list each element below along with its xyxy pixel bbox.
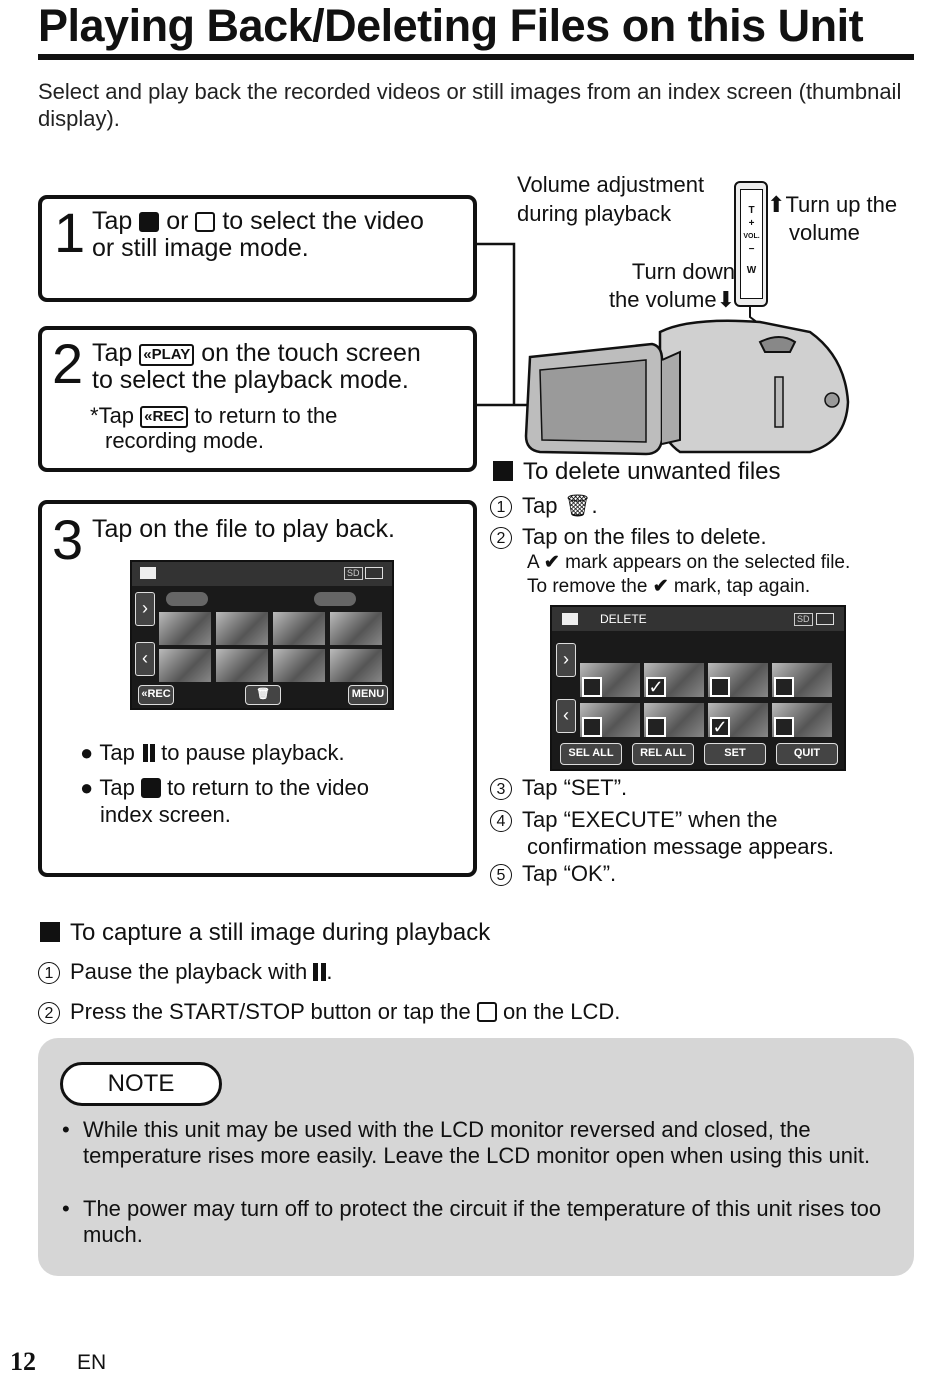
delete-heading: To delete unwanted files [493,458,781,486]
checkmark-icon: ✔ [543,552,560,573]
step-1-text: Tap or to select the video or still imag… [92,207,424,262]
select-checkbox[interactable] [774,717,794,737]
thumbnail[interactable] [159,612,211,645]
quit-button[interactable]: QUIT [776,743,838,765]
note-item: •While this unit may be used with the LC… [62,1117,871,1168]
battery-icon [365,567,383,579]
step-3-number: 3 [52,508,84,571]
thumbnail[interactable] [216,649,268,682]
checkmark-icon: ✔ [652,576,669,597]
prev-page-button[interactable]: ‹ [556,699,576,733]
page-title: Playing Back/Deleting Files on this Unit [38,0,864,51]
select-all-button[interactable]: SEL ALL [560,743,622,765]
pause-icon [313,963,319,981]
video-mode-icon [562,613,578,625]
thumbnail[interactable] [330,649,382,682]
sd-icon: SD [794,613,813,626]
index-top-bar [132,562,392,586]
delete-screen: DELETE SD › ‹ ✓ ✓ SEL ALL REL ALL SET QU… [550,605,846,771]
next-page-button[interactable]: › [556,643,576,677]
rec-button-icon: «REC [140,406,189,428]
step-2-box: 2 Tap «PLAY on the touch screen to selec… [38,326,477,472]
set-button[interactable]: SET [704,743,766,765]
trash-icon[interactable]: 🗑 [245,685,281,705]
select-checkbox[interactable] [646,717,666,737]
select-checkbox-checked[interactable]: ✓ [646,677,666,697]
video-mode-icon [140,567,156,579]
select-checkbox[interactable] [774,677,794,697]
select-checkbox[interactable] [582,717,602,737]
trash-icon: 🗑 [563,493,592,518]
still-image-mode-icon [195,212,216,232]
select-checkbox-checked[interactable]: ✓ [710,717,730,737]
snapshot-icon [476,1002,497,1022]
select-checkbox[interactable] [582,677,602,697]
square-bullet-icon [493,461,513,481]
zoom-volume-lever[interactable]: T + VOL. − W [734,181,768,307]
select-checkbox[interactable] [710,677,730,697]
page-number: 12 [10,1347,36,1376]
thumbnail[interactable] [273,612,325,645]
step-3-bullet-index: ● Tap to return to the video index scree… [80,775,369,827]
intro-text: Select and play back the recorded videos… [38,79,902,131]
thumbnail[interactable] [330,612,382,645]
language-code: EN [77,1351,107,1374]
delete-top-bar [552,607,844,631]
play-button-icon: «PLAY [139,344,195,366]
step-3-bullet-pause: ● Tap to pause playback. [80,740,345,765]
note-item: •The power may turn off to protect the c… [62,1196,882,1247]
title-rule [38,54,914,60]
step-2-subnote: *Tap «REC to return to the recording mod… [90,403,338,453]
next-page-button[interactable]: › [135,592,155,626]
thumbnail[interactable] [216,612,268,645]
menu-button[interactable]: MENU [348,685,388,705]
video-index-screen: SD › ‹ «REC 🗑 MENU [130,560,394,710]
delete-step-2-note: A ✔ mark appears on the selected file. T… [527,552,851,597]
page-indicator-right [314,592,356,606]
thumbnail[interactable] [159,649,211,682]
release-all-button[interactable]: REL ALL [632,743,694,765]
step-1-number: 1 [54,201,86,264]
step-2-number: 2 [52,332,84,395]
camcorder-illustration [524,319,850,456]
thumbnail[interactable] [273,649,325,682]
square-bullet-icon [40,922,60,942]
prev-page-button[interactable]: ‹ [135,642,155,676]
rec-button[interactable]: «REC [138,685,174,705]
delete-screen-title: DELETE [600,612,647,626]
step-1-box: 1 Tap or to select the video or still im… [38,195,477,302]
pause-icon [143,744,149,762]
page-indicator-left [166,592,208,606]
step-3-box: 3 Tap on the file to play back. SD › ‹ «… [38,500,477,877]
note-label: NOTE [60,1062,222,1106]
capture-heading: To capture a still image during playback [40,919,490,947]
battery-icon [816,613,834,625]
video-mode-icon [139,212,160,232]
index-screen-icon [141,778,162,798]
sd-icon: SD [344,567,363,580]
step-3-text: Tap on the file to play back. [92,515,395,543]
step-2-text: Tap «PLAY on the touch screen to select … [92,339,421,394]
